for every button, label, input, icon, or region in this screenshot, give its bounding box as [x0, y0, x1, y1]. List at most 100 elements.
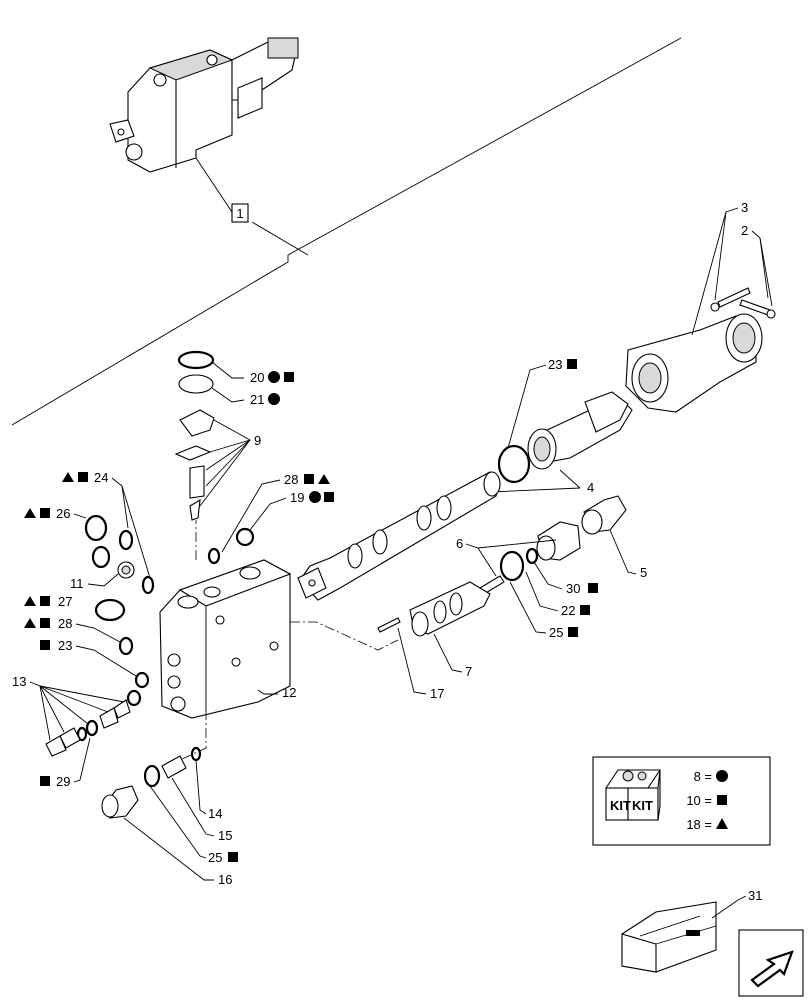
- callout-7: 7: [433, 633, 472, 679]
- callout-16: 16: [123, 817, 232, 887]
- spool-cap-assembly: [527, 391, 633, 470]
- square-symbol: [717, 795, 727, 805]
- svg-text:14: 14: [208, 806, 222, 821]
- valve-section-overview: [11, 37, 682, 426]
- svg-text:23: 23: [548, 357, 562, 372]
- svg-text:12: 12: [282, 685, 296, 700]
- legend-row-triangle: 18 =: [686, 817, 728, 832]
- callout-2: 2: [741, 223, 773, 307]
- spring-15: [161, 755, 187, 779]
- svg-text:17: 17: [430, 686, 444, 701]
- callout-23-lower: 23: [40, 638, 137, 677]
- callout-19: 19: [249, 490, 334, 531]
- relief-valve-parts: [45, 689, 142, 757]
- o-ring-26-lower: [91, 545, 111, 569]
- triangle-symbol: [62, 472, 74, 482]
- svg-text:26: 26: [56, 506, 70, 521]
- svg-text:5: 5: [640, 565, 647, 580]
- square-symbol: [40, 508, 50, 518]
- fitting-6: [536, 521, 581, 561]
- detent-kit-9: [174, 409, 215, 521]
- circle-symbol: [268, 393, 280, 405]
- callout-31: 31: [711, 888, 762, 919]
- cap-5: [581, 495, 627, 535]
- svg-text:4: 4: [587, 480, 594, 495]
- kit-legend: KIT KIT 8 = 10 = 18 =: [592, 756, 771, 846]
- square-symbol: [567, 359, 577, 369]
- svg-text:30: 30: [566, 581, 580, 596]
- square-symbol: [304, 474, 314, 484]
- triangle-symbol: [318, 474, 330, 484]
- callout-21: 21: [211, 387, 280, 407]
- o-ring-27: [94, 598, 126, 622]
- screws: [710, 287, 776, 319]
- callout-11: 11: [70, 573, 119, 591]
- callout-3: 3: [691, 200, 748, 336]
- svg-text:28: 28: [284, 472, 298, 487]
- callout-29: 29: [40, 737, 91, 789]
- callout-6: 6: [456, 536, 557, 577]
- square-symbol: [40, 640, 50, 650]
- legend-row-circle: 8 =: [694, 769, 728, 784]
- svg-text:3: 3: [741, 200, 748, 215]
- ring-14: [190, 746, 202, 762]
- next-page-arrow-icon[interactable]: [738, 929, 804, 997]
- svg-text:10 =: 10 =: [686, 793, 712, 808]
- svg-text:24: 24: [94, 470, 108, 485]
- spool-7: [409, 581, 491, 637]
- square-symbol: [40, 618, 50, 628]
- square-symbol: [588, 583, 598, 593]
- svg-text:20: 20: [250, 370, 264, 385]
- washer-21: [178, 374, 214, 394]
- triangle-symbol: [24, 618, 36, 628]
- square-symbol: [580, 605, 590, 615]
- callout-28-upper: 28: [221, 472, 330, 553]
- circle-symbol: [716, 770, 728, 782]
- legend-row-square: 10 =: [686, 793, 727, 808]
- callout-27: 27: [24, 594, 72, 609]
- kit-label-right: KIT: [632, 798, 653, 813]
- svg-text:21: 21: [250, 392, 264, 407]
- triangle-symbol: [24, 596, 36, 606]
- callout-25-lower: 25: [149, 785, 238, 865]
- svg-text:9: 9: [254, 433, 261, 448]
- svg-text:22: 22: [561, 603, 575, 618]
- svg-text:15: 15: [218, 828, 232, 843]
- o-ring-25-lower: [143, 764, 161, 788]
- triangle-symbol: [24, 508, 36, 518]
- o-ring-22: [499, 550, 525, 582]
- o-ring-26-upper: [84, 514, 108, 542]
- callout-26: 26: [24, 506, 87, 521]
- plug-11: [117, 561, 135, 579]
- circle-symbol: [309, 491, 321, 503]
- valve-body: [159, 520, 399, 761]
- callout-25-right: 25: [509, 581, 578, 640]
- square-symbol: [324, 492, 334, 502]
- svg-text:25: 25: [549, 625, 563, 640]
- o-ring-20: [177, 350, 215, 370]
- svg-text:18 =: 18 =: [686, 817, 712, 832]
- o-ring-28-lower: [118, 636, 134, 656]
- plug-16: [101, 785, 139, 819]
- kit-label-left: KIT: [610, 798, 631, 813]
- callout-17: 17: [397, 627, 444, 701]
- svg-text:11: 11: [70, 576, 84, 591]
- callout-15: 15: [171, 777, 232, 843]
- svg-text:8 =: 8 =: [694, 769, 712, 784]
- callout-12: 12: [257, 685, 296, 700]
- callout-1-label: 1: [236, 206, 243, 221]
- square-symbol: [284, 372, 294, 382]
- callout-20: 20: [211, 361, 294, 385]
- square-symbol: [228, 852, 238, 862]
- square-symbol: [40, 776, 50, 786]
- o-ring-23-upper: [497, 444, 531, 484]
- o-ring-24-lower: [141, 575, 155, 595]
- svg-text:28: 28: [58, 616, 72, 631]
- callout-30: 30: [533, 561, 598, 596]
- o-ring-30: [525, 547, 539, 565]
- svg-text:29: 29: [56, 774, 70, 789]
- callout-5: 5: [609, 529, 647, 580]
- end-cover: [625, 313, 763, 413]
- pin-17: [377, 617, 401, 633]
